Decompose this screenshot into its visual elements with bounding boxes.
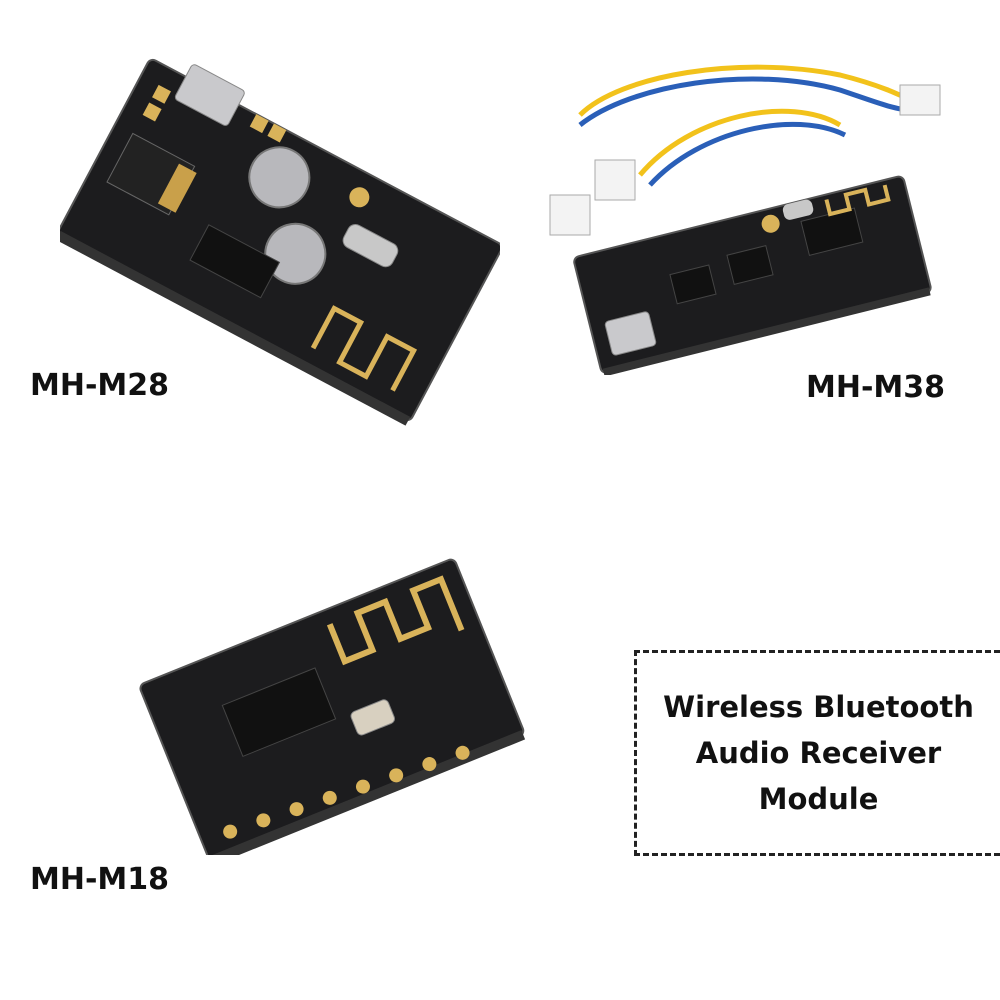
- caption-box: Wireless Bluetooth Audio Receiver Module: [634, 650, 1000, 856]
- mh-m28-label: MH-M28: [30, 368, 170, 403]
- caption-line-1: Wireless Bluetooth: [663, 690, 974, 724]
- mh-m18-board-image: [139, 558, 526, 855]
- caption-line-2: Audio Receiver: [695, 736, 942, 770]
- mh-m28-board-image: [60, 58, 500, 426]
- mh-m38-label: MH-M38: [806, 370, 946, 405]
- caption-line-3: Module: [758, 782, 879, 816]
- mh-m38-board-image: [549, 64, 941, 375]
- mh-m18-label: MH-M18: [30, 862, 170, 897]
